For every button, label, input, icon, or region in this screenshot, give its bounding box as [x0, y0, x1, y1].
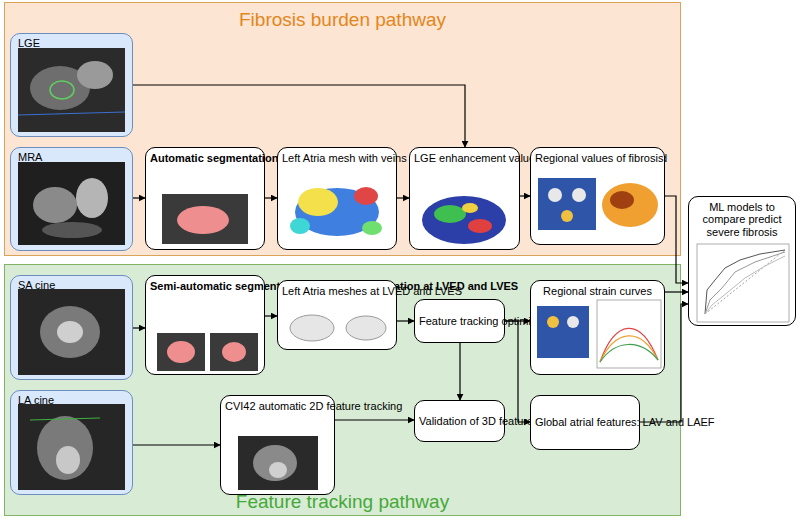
flow-arrow [459, 343, 460, 400]
fibrosis-patch [462, 203, 478, 213]
box-label: LGE enhancement value based on IIR 1.2 t… [410, 148, 519, 168]
atrium-mesh [290, 315, 334, 341]
process-box: Validation of 3D feature tracking [414, 400, 505, 442]
mri-tissue [42, 222, 102, 238]
process-box: Feature tracking optimisation [414, 299, 505, 343]
vein-marker [547, 316, 559, 328]
cine-image [18, 404, 125, 490]
chance-line [705, 250, 785, 314]
box-label: Left Atria mesh with veins labelled [278, 148, 396, 168]
strain-curve [600, 344, 658, 362]
segmentation-mask [177, 206, 229, 234]
box-label: Automatic segmentation and mesh generati… [146, 148, 264, 168]
strain-plot [597, 300, 661, 368]
flow-arrow [665, 291, 688, 292]
fibrosis-patch [468, 219, 492, 233]
slice-line [30, 418, 100, 420]
roc-curve [705, 250, 785, 314]
strain-curve [600, 336, 658, 362]
flow-arrow [133, 444, 220, 445]
segmentation-image [157, 333, 205, 371]
segmentation-image [210, 333, 258, 371]
flow-arrow [397, 197, 409, 198]
roc-chart [697, 244, 789, 322]
vein-marker [561, 210, 573, 222]
vein-marker [567, 316, 579, 328]
roc-curve [705, 252, 785, 314]
vein-marker [572, 188, 586, 202]
cine-tissue [269, 462, 287, 478]
cine-tissue [253, 445, 297, 481]
vein-region [298, 188, 338, 216]
segmentation-mask [222, 342, 246, 362]
band-title: Fibrosis burden pathway [5, 9, 680, 31]
cine-tissue [57, 321, 83, 343]
flow-arrow [520, 195, 530, 196]
regional-map [538, 178, 596, 230]
cine-image [18, 289, 125, 375]
process-box: Global atrial features: LAV and LAEF [530, 395, 640, 450]
box-label: Feature tracking optimisation [415, 311, 504, 331]
process-box: Left Atria meshes at LVED and LVES [277, 280, 397, 350]
vein-region [290, 218, 310, 234]
mri-tissue [76, 178, 108, 218]
box-label: CVI42 automatic 2D feature tracking [221, 396, 334, 416]
vein-region [354, 187, 378, 205]
box-label: Global atrial features: LAV and LAEF [531, 412, 639, 432]
contour-line [50, 81, 74, 99]
fibrosis-patch [434, 205, 466, 223]
segmentation-mask [167, 341, 195, 363]
strain-curve [600, 328, 658, 362]
flow-arrow [335, 419, 414, 420]
box-label: Validation of 3D feature tracking [415, 411, 504, 431]
box-label: Semi-automatic segmentation and mesh gen… [146, 276, 264, 296]
cine-tissue [56, 446, 80, 474]
segmentation-image [162, 194, 248, 244]
vein-marker [548, 188, 562, 202]
box-label: Regional strain curves [531, 281, 664, 301]
box-label: Left Atria meshes at LVED and LVES [278, 281, 396, 301]
flow-arrow [397, 320, 414, 321]
box-label: Regional values of fibrosis [531, 148, 664, 168]
mri-tissue [77, 61, 113, 89]
strain-map [537, 306, 589, 358]
flow-arrow [133, 197, 145, 198]
cine-image [238, 436, 318, 490]
cine-tissue [37, 416, 93, 480]
flow-arrow [265, 315, 277, 316]
fibrosis-patch [610, 191, 634, 209]
atrium-mesh [346, 316, 386, 340]
mri-image [18, 48, 125, 132]
roc-curve [705, 256, 785, 314]
flow-arrow [265, 197, 277, 198]
flow-arrow [133, 327, 145, 328]
mri-image [18, 162, 125, 245]
vein-region [362, 221, 382, 235]
slice-line [18, 112, 125, 115]
mri-tissue [33, 187, 77, 223]
fibrosis-mesh [422, 196, 506, 244]
box-label: ML models to compare predict severe fibr… [689, 197, 795, 242]
fibrosis-mesh [602, 183, 658, 227]
cine-tissue [40, 306, 100, 358]
